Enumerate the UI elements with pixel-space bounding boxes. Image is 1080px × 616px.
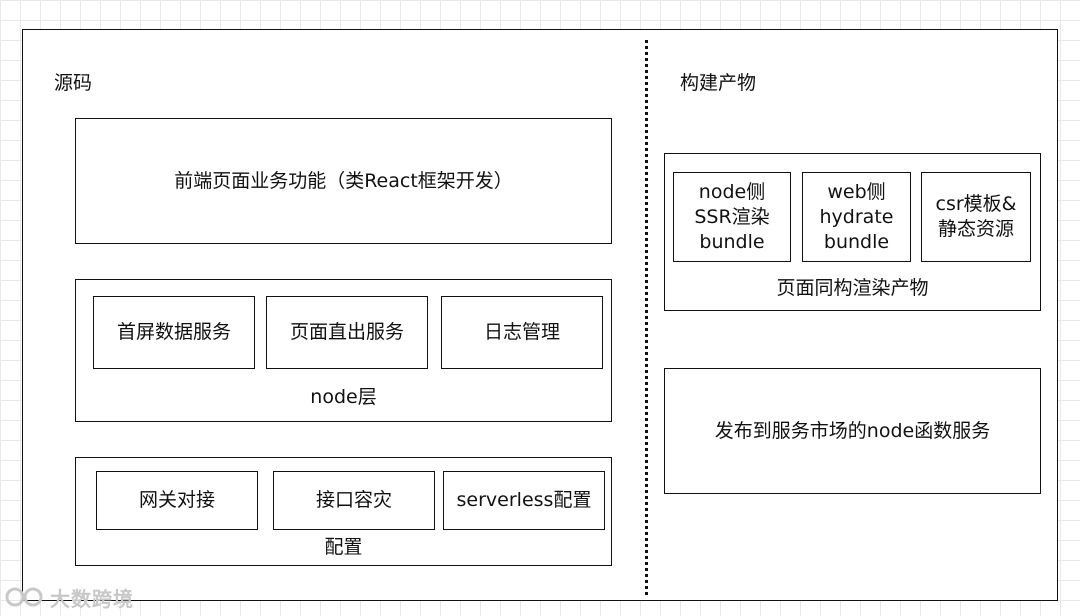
web-hydrate-bundle-box: web侧 hydrate bundle bbox=[802, 172, 911, 262]
artifacts-title: 构建产物 bbox=[680, 72, 757, 94]
config-layer-caption: 配置 bbox=[324, 536, 363, 558]
node-layer-caption: node层 bbox=[310, 386, 377, 408]
frontend-feature-box: 前端页面业务功能（类React框架开发） bbox=[75, 118, 612, 244]
source-title: 源码 bbox=[54, 72, 93, 94]
watermark-logo-icon bbox=[5, 587, 43, 607]
first-screen-data-service-box: 首屏数据服务 bbox=[93, 296, 255, 369]
watermark: 大数跨境 bbox=[4, 583, 134, 611]
csr-template-static-assets-box: csr模板& 静态资源 bbox=[921, 172, 1031, 262]
page-direct-output-service-box: 页面直出服务 bbox=[266, 296, 428, 369]
api-disaster-recovery-box: 接口容灾 bbox=[273, 471, 435, 530]
node-function-service-box: 发布到服务市场的node函数服务 bbox=[664, 368, 1041, 494]
log-management-box: 日志管理 bbox=[441, 296, 603, 369]
gateway-integration-box: 网关对接 bbox=[96, 471, 258, 530]
node-ssr-bundle-box: node侧 SSR渲染 bundle bbox=[673, 172, 791, 262]
watermark-text: 大数跨境 bbox=[50, 586, 134, 611]
serverless-config-box: serverless配置 bbox=[443, 471, 605, 530]
isomorphic-artifacts-caption: 页面同构渲染产物 bbox=[776, 277, 929, 299]
section-divider bbox=[645, 40, 648, 595]
